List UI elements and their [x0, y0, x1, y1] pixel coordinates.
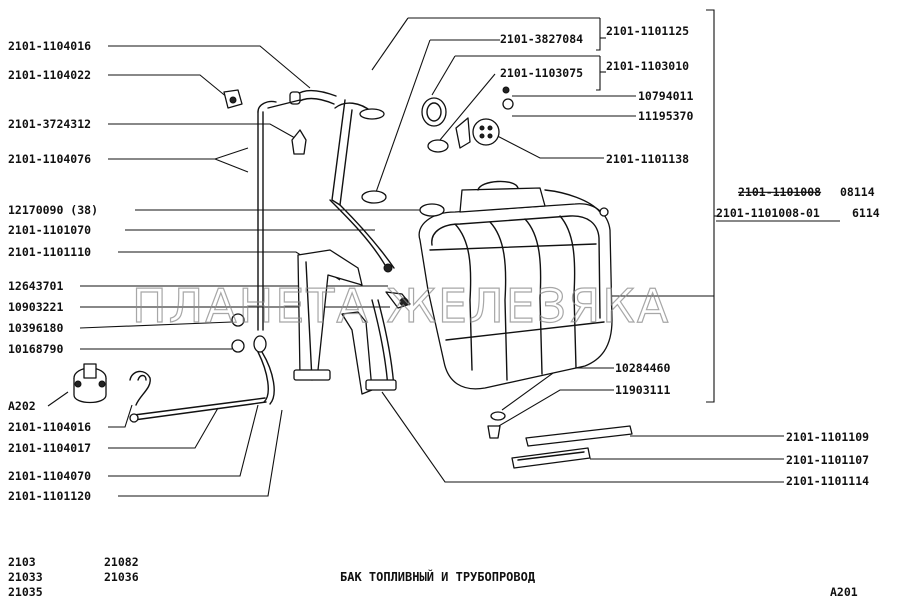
label-part: 2101-1101125 [606, 24, 689, 38]
watermark-text: ПЛАНЕТА ЖЕЛЕЗЯКА [132, 279, 670, 333]
label-part: 2101-1104016 [8, 420, 91, 434]
label-part: 08114 [840, 185, 875, 199]
page-code: A201 [830, 585, 858, 599]
label-part: 12643701 [8, 279, 63, 293]
left-leaders [47, 45, 430, 497]
tank-straps [293, 249, 411, 395]
tank-pads [511, 425, 633, 469]
diagram-title: БАК ТОПЛИВНЫЙ И ТРУБОПРОВОД [340, 569, 535, 584]
leader-line [491, 389, 614, 431]
leader-line [108, 123, 296, 139]
leader-line [431, 55, 456, 96]
filler-pipe [329, 99, 395, 273]
label-part: 12170090 (38) [8, 203, 98, 217]
leader-line [108, 404, 133, 428]
fuel-line [129, 397, 267, 423]
leader-line [108, 74, 229, 99]
leader-line [79, 321, 233, 329]
label-part: 2101-1104070 [8, 469, 91, 483]
label-part: 2101-3724312 [8, 117, 91, 131]
leader-line [214, 158, 249, 173]
label-part: 10903221 [8, 300, 63, 314]
model-code: 21033 [8, 570, 43, 584]
label-part: 2101-3827084 [500, 32, 583, 46]
top-brackets [371, 17, 636, 196]
label-part: 2101-1101107 [786, 453, 869, 467]
label-part: 2101-1101070 [8, 223, 91, 237]
vent-hoses [223, 89, 337, 155]
label-part: 2101-1103010 [606, 59, 689, 73]
leader-line [47, 391, 69, 407]
label-part: 6114 [852, 206, 880, 220]
label-part: 2101-1101114 [786, 474, 869, 488]
label-part: 2101-1101138 [606, 152, 689, 166]
level-sensor [421, 86, 514, 153]
right-leaders [381, 367, 784, 483]
label-part: 2101-1101008 [738, 185, 821, 199]
leader-line [371, 17, 409, 71]
leader-line [108, 407, 219, 449]
vent-pipe [231, 100, 277, 405]
model-code: 21035 [8, 585, 43, 599]
leader-line [481, 127, 604, 159]
label-part: 2101-1104022 [8, 68, 91, 82]
model-code: 2103 [8, 555, 36, 569]
label-part: 2101-1103075 [500, 66, 583, 80]
label-part: 2101-1104017 [8, 441, 91, 455]
right-bracket [608, 9, 718, 403]
leader-line [108, 147, 249, 160]
fuel-hose [129, 370, 151, 406]
label-part: 10794011 [638, 89, 693, 103]
leader-line [439, 73, 496, 141]
leader-line [374, 39, 431, 196]
label-part: 11903111 [615, 383, 670, 397]
footer: 2103 21033 21035 21082 21036 БАК ТОПЛИВН… [8, 555, 858, 599]
label-part: 2101-1101120 [8, 489, 91, 503]
label-part: 2101-1104076 [8, 152, 91, 166]
fuel-pump [73, 363, 107, 404]
model-code: 21082 [104, 555, 139, 569]
drain-plug [487, 411, 506, 439]
label-part: 2101-1101110 [8, 245, 91, 259]
label-part: 10168790 [8, 342, 63, 356]
label-part: 10396180 [8, 321, 63, 335]
label-part: 10284460 [615, 361, 670, 375]
model-code: 21036 [104, 570, 139, 584]
label-part: A202 [8, 399, 36, 413]
label-part: 2101-1101109 [786, 430, 869, 444]
right-labels: 2101-1101008 08114 2101-1101008-01 6114 … [615, 185, 880, 488]
label-part: 2101-1101008-01 [716, 206, 820, 220]
leader-line [381, 391, 784, 483]
leader-line [118, 409, 283, 497]
fuel-tank [418, 180, 613, 390]
label-part: 11195370 [638, 109, 693, 123]
label-part: 2101-1104016 [8, 39, 91, 53]
top-labels: 2101-3827084 2101-1101125 2101-1103075 2… [500, 24, 693, 166]
leader-line [108, 45, 311, 89]
left-labels: 2101-1104016 2101-1104022 2101-3724312 2… [8, 39, 98, 503]
leader-line [108, 404, 259, 477]
